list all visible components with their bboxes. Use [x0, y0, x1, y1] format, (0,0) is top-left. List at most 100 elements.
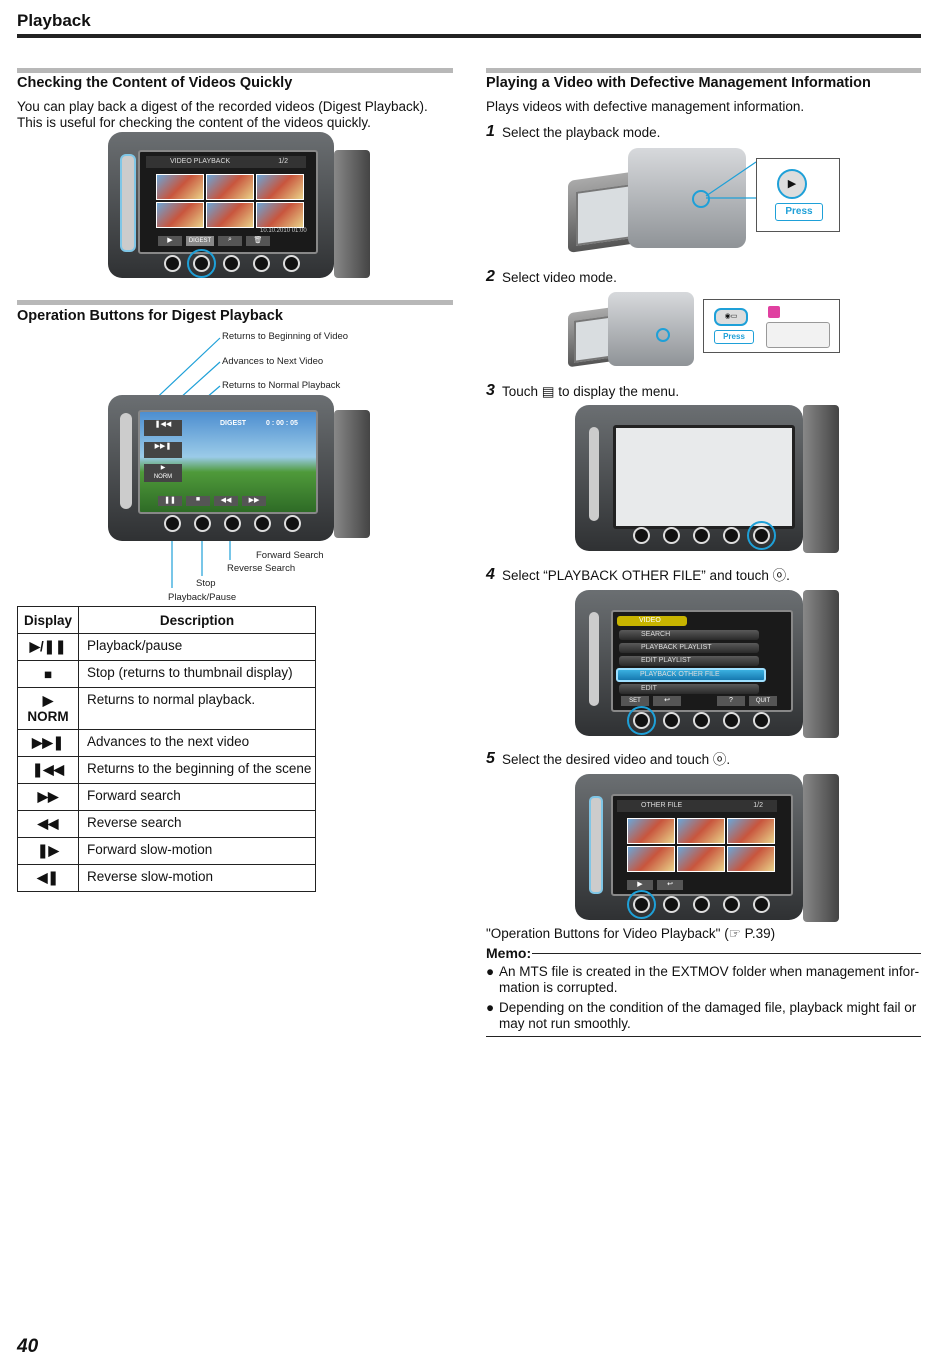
reverse-slow-icon: ◀❚: [17, 864, 79, 892]
camcorder-illustration: [568, 292, 698, 370]
table-row: ▶▶❚ Advances to the next video: [17, 729, 316, 757]
table-cell: Returns to the beginning of the scene: [78, 756, 316, 784]
mode-switch-icon: ◉▭: [714, 308, 748, 326]
table-row: ◀❚ Reverse slow-motion: [17, 864, 316, 892]
page-number: 40: [17, 1336, 39, 1357]
skip-back-icon: ❚◀◀: [144, 420, 182, 436]
highlight-ring: [747, 521, 776, 550]
step-number: 2: [486, 268, 495, 285]
hw-button: [723, 712, 740, 729]
memo-rule: [532, 953, 921, 954]
button-zoom-panel: ▶ Press: [756, 158, 840, 232]
step-text: Select the playback mode.: [502, 125, 661, 140]
thumbnail: [727, 818, 775, 844]
video-mode-icon: [768, 306, 780, 318]
thumbnail: [727, 846, 775, 872]
time-counter: 0 : 00 : 05: [266, 420, 298, 427]
menu-hw-button: [283, 255, 300, 272]
ok-button: [633, 896, 650, 913]
press-label: Press: [714, 330, 754, 344]
table-cell: Reverse slow-motion: [78, 864, 316, 892]
date-stamp: 10.10.2010 01:00: [260, 228, 307, 234]
hw-button: [693, 896, 710, 913]
thumbnail: [256, 174, 304, 200]
page-header-title: Playback: [17, 11, 91, 30]
hw-button: [253, 255, 270, 272]
table-cell: Returns to normal playback.: [78, 687, 316, 730]
ok-button: [164, 255, 181, 272]
play-pause-icon: ▶/❚❚: [17, 633, 79, 661]
digest-button: DIGEST: [186, 236, 214, 246]
header-rule: [17, 34, 921, 38]
hw-button: [663, 896, 680, 913]
screen-label: VIDEO PLAYBACK: [170, 158, 231, 165]
hw-button: [663, 712, 680, 729]
lcd-screen: OTHER FILE 1/2 ▶ ↩: [611, 794, 793, 896]
thumbnail: [677, 846, 725, 872]
hw-button: [693, 527, 710, 544]
norm-icon: ▶NORM: [17, 687, 79, 730]
body-text: Plays videos with defective management i…: [486, 99, 805, 114]
camera-hinge: [334, 410, 370, 538]
table-row: ■ Stop (returns to thumbnail display): [17, 660, 316, 688]
section-title-defective: Playing a Video with Defective Managemen…: [486, 75, 871, 91]
lcd-screen: [613, 425, 795, 529]
table-cell: Advances to the next video: [78, 729, 316, 757]
hw-button: [693, 712, 710, 729]
menu-header: VIDEO: [617, 616, 687, 626]
search-icon: ⌕: [218, 236, 242, 246]
camera-hinge: [803, 774, 839, 922]
section-title-digest: Checking the Content of Videos Quickly: [17, 75, 293, 91]
back-icon: ↩: [657, 880, 683, 890]
column-header: Display: [17, 606, 79, 634]
section-rule: [17, 300, 453, 305]
thumbnail: [156, 202, 204, 228]
hw-button: [723, 896, 740, 913]
menu-item: SEARCH: [619, 630, 759, 640]
camera-lcd-illustration: [575, 405, 803, 551]
table-cell: Forward slow-motion: [78, 837, 316, 865]
page-indicator: 1/2: [278, 158, 288, 165]
camera-lcd-illustration: VIDEO SEARCH PLAYBACK PLAYLIST EDIT PLAY…: [575, 590, 803, 736]
camera-lcd-illustration: OTHER FILE 1/2 ▶ ↩: [575, 774, 803, 920]
camera-hinge: [803, 590, 839, 738]
step-text: Touch ▤ to display the menu.: [502, 384, 680, 399]
menu-hw-button: [284, 515, 301, 532]
camera-lcd-illustration: DIGEST 0 : 00 : 05 ❚◀◀ ▶▶❚ ▶NORM ❚❚ ■ ◀◀…: [108, 395, 334, 541]
thumbnail: [206, 174, 254, 200]
bullet-icon: ●: [486, 964, 495, 979]
callout-label: Forward Search: [256, 550, 324, 561]
table-header-row: Display Description: [17, 606, 316, 634]
step-text: Select video mode.: [502, 270, 617, 285]
skip-forward-icon: ▶▶❚: [17, 729, 79, 757]
play-icon: ▶: [158, 236, 182, 246]
forward-icon: ▶▶: [242, 496, 266, 506]
hw-button: [194, 515, 211, 532]
callout-label: Returns to Beginning of Video: [222, 331, 349, 342]
table-row: ▶▶ Forward search: [17, 783, 316, 811]
highlight-ring: [187, 249, 216, 278]
highlight-ring: [692, 190, 710, 208]
body-text: You can play back a digest of the record…: [17, 99, 428, 114]
callout-label: Returns to Normal Playback: [222, 380, 341, 391]
camera-hinge: [334, 150, 370, 278]
thumbnail: [627, 818, 675, 844]
hw-button: [224, 515, 241, 532]
back-icon: ↩: [653, 696, 681, 706]
ok-button: [164, 515, 181, 532]
skip-forward-icon: ▶▶❚: [144, 442, 182, 458]
section-rule: [17, 68, 453, 73]
set-button: SET: [621, 696, 649, 706]
playback-mode-icon: ▶: [777, 169, 807, 199]
section-rule: [486, 68, 921, 73]
forward-slow-icon: ❚▶: [17, 837, 79, 865]
pointer-lines: [705, 161, 757, 199]
menu-hw-button: [753, 527, 770, 544]
button-zoom-panel: ◉▭ Press: [703, 299, 840, 353]
thumbnail: [627, 846, 675, 872]
slider-sensor: [120, 154, 136, 252]
quit-button: QUIT: [749, 696, 777, 706]
menu-hw-button: [753, 712, 770, 729]
page-reference-link[interactable]: "Operation Buttons for Video Playback" (…: [486, 926, 776, 941]
help-button: ?: [717, 696, 745, 706]
